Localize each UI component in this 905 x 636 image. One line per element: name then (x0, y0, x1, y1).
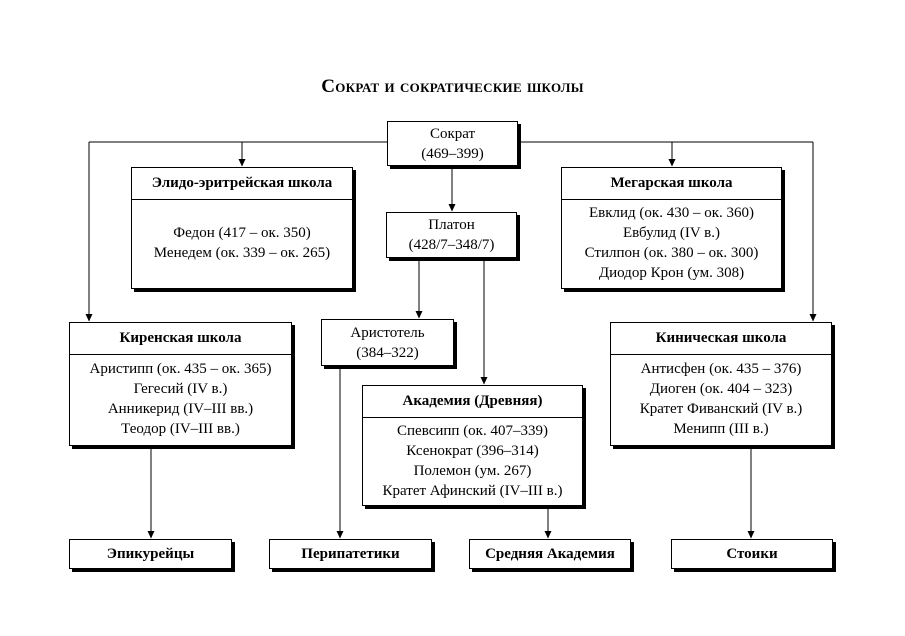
node-academy-member: Спевсипп (ок. 407–339) (397, 423, 548, 439)
node-socrates-line-1: Сократ (429, 125, 476, 142)
node-cynic-member: Кратет Фиванский (IV в.) (639, 401, 803, 417)
node-elido-heading: Элидо-эритрейская школа (132, 168, 352, 200)
node-cynic-member: Менипп (III в.) (673, 421, 769, 437)
node-cyrenaic-member: Гегесий (IV в.) (133, 381, 228, 397)
node-academy-member: Полемон (ум. 267) (413, 463, 532, 479)
node-megarian-member: Диодор Крон (ум. 308) (598, 265, 745, 281)
node-cyrenaic-school: Киренская школа Аристипп (ок. 435 – ок. … (69, 322, 292, 446)
node-aristotle-line-1: Аристотель (350, 324, 425, 341)
node-elido-member: Федон (417 – ок. 350) (173, 225, 311, 241)
node-stoics: Стоики (671, 539, 833, 569)
node-cyrenaic-member: Анникерид (IV–III вв.) (107, 401, 254, 417)
node-socrates-line-2: (469–399) (421, 145, 484, 162)
node-aristotle: Аристотель (384–322) (321, 319, 454, 366)
node-plato-line-1: Платон (428, 217, 475, 233)
node-academy-member: Ксенократ (396–314) (406, 443, 539, 459)
node-megarian-member: Евклид (ок. 430 – ок. 360) (589, 205, 754, 221)
diagram-title: Сократ и сократические школы (321, 76, 584, 97)
node-plato-line-2: (428/7–348/7) (408, 237, 495, 253)
node-socrates: Сократ (469–399) (387, 121, 518, 166)
node-academy-member: Кратет Афинский (IV–III в.) (382, 483, 563, 499)
node-elido-member: Менедем (ок. 339 – ок. 265) (153, 245, 331, 261)
node-cynic-heading: Киническая школа (611, 323, 831, 355)
node-megarian-school: Мегарская школа Евклид (ок. 430 – ок. 36… (561, 167, 782, 289)
node-middle-academy: Средняя Академия (469, 539, 631, 569)
node-cyrenaic-member: Теодор (IV–III вв.) (121, 421, 240, 437)
node-aristotle-line-2: (384–322) (356, 344, 419, 361)
node-cynic-member: Диоген (ок. 404 – 323) (649, 381, 793, 397)
node-cynic-member: Антисфен (ок. 435 – 376) (640, 361, 802, 377)
node-cynic-school: Киническая школа Антисфен (ок. 435 – 376… (610, 322, 832, 446)
node-megarian-member: Евбулид (IV в.) (623, 225, 720, 241)
node-academy-heading: Академия (Древняя) (363, 386, 582, 418)
node-epicureans: Эпикурейцы (69, 539, 232, 569)
node-megarian-heading: Мегарская школа (562, 168, 781, 200)
node-academy: Академия (Древняя) Спевсипп (ок. 407–339… (362, 385, 583, 506)
node-cyrenaic-member: Аристипп (ок. 435 – ок. 365) (89, 361, 272, 377)
node-elido-school: Элидо-эритрейская школа Федон (417 – ок.… (131, 167, 353, 289)
node-peripatetics: Перипатетики (269, 539, 432, 569)
node-megarian-member: Стилпон (ок. 380 – ок. 300) (584, 245, 759, 261)
node-plato: Платон (428/7–348/7) (386, 212, 517, 258)
node-cyrenaic-heading: Киренская школа (70, 323, 291, 355)
